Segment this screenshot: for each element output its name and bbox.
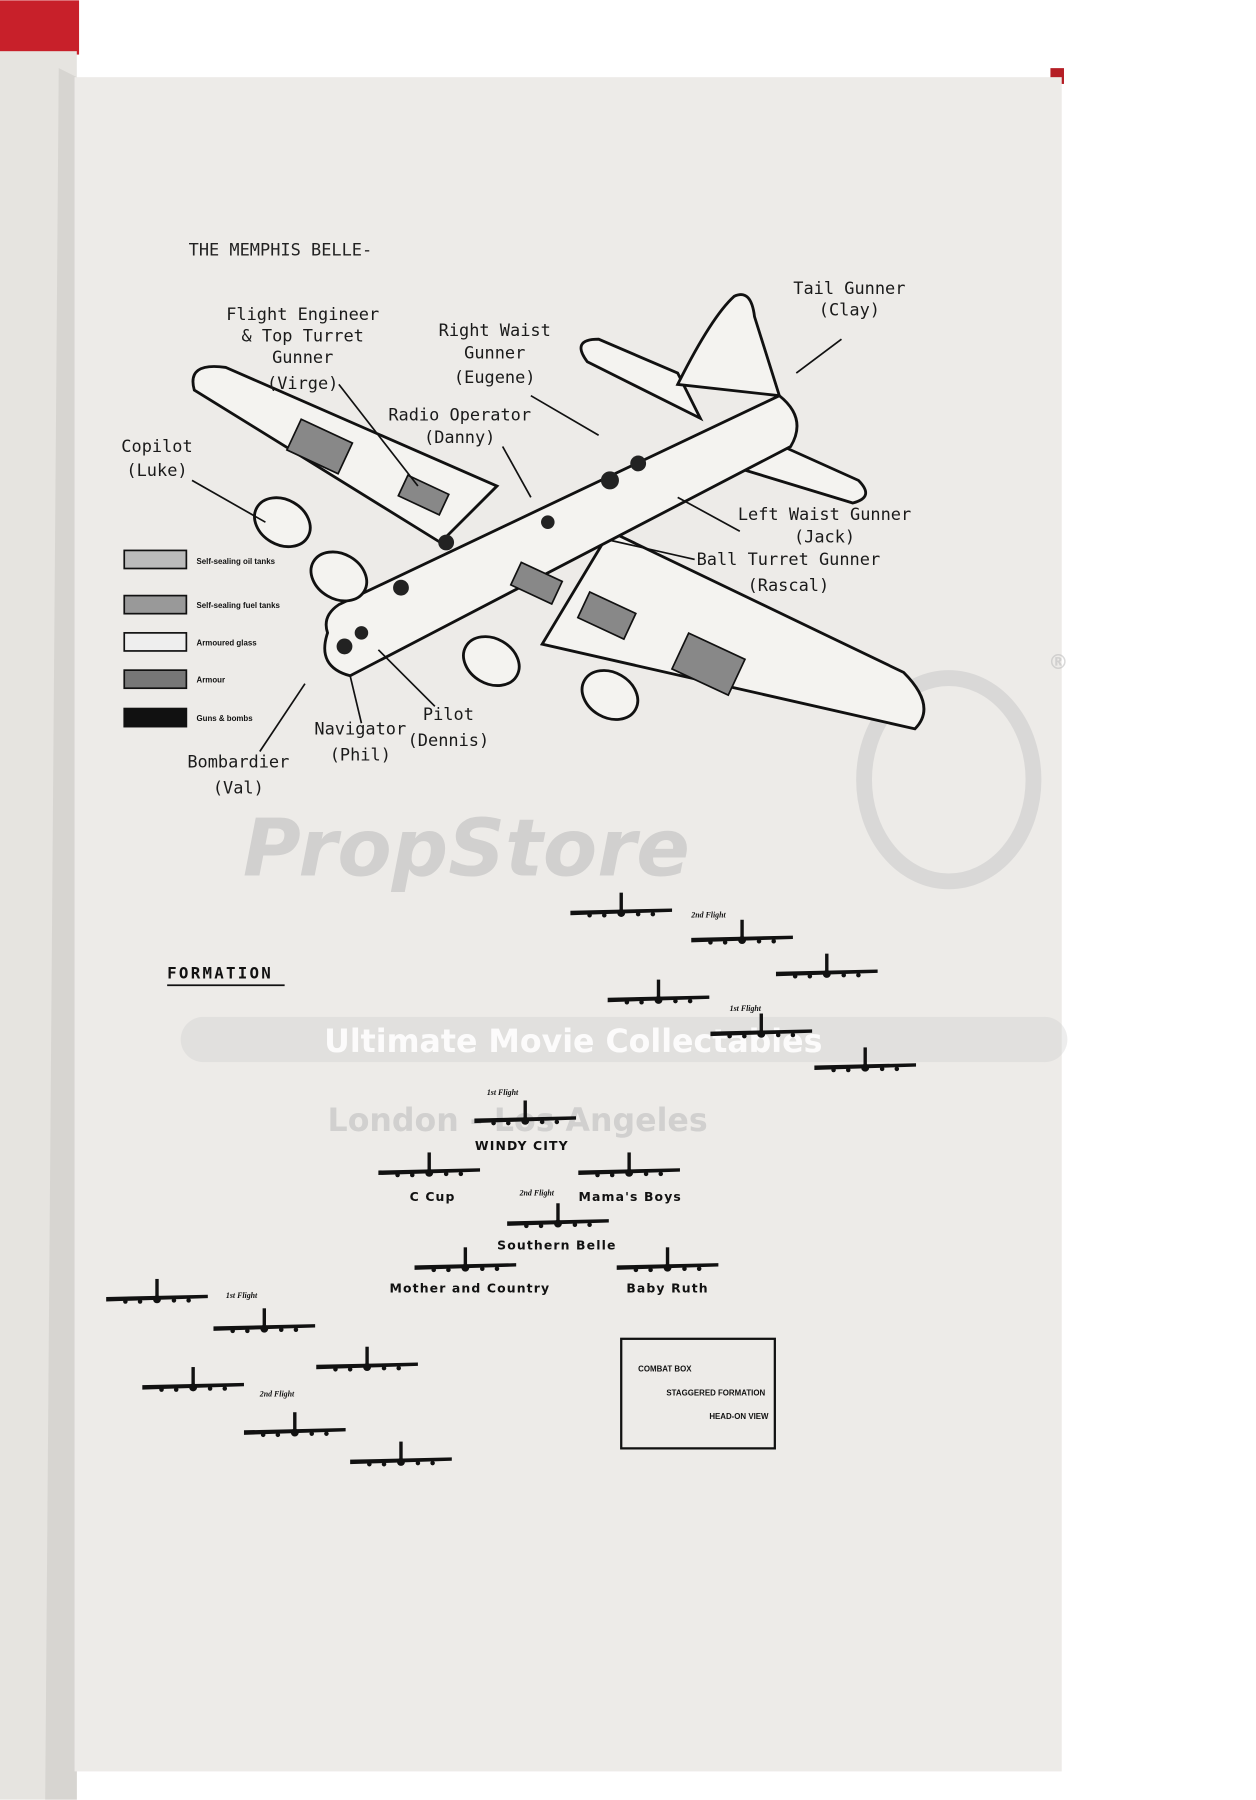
legend-label: Self-sealing fuel tanks: [197, 601, 281, 610]
engines: [253, 496, 640, 721]
formation-plane-icon: [350, 1441, 452, 1467]
label-pilot: Pilot(Dennis): [408, 704, 490, 750]
watermark-mask-icon: [856, 670, 1042, 890]
flight-labels: 2nd Flight 1st Flight 1st Flight 2nd Fli…: [226, 911, 762, 1399]
watermark-registered: ®: [1048, 650, 1068, 674]
formation-plane-icon: [106, 1278, 208, 1304]
label-ball-turret: Ball Turret Gunner(Rascal): [697, 549, 881, 595]
legend-label: Armour: [197, 676, 226, 685]
diagram-legend: Self-sealing oil tanks Self-sealing fuel…: [123, 549, 281, 728]
watermark-tagline: Ultimate Movie Collectables: [324, 1024, 822, 1060]
formation-heading: FORMATION: [167, 964, 273, 983]
plane-name: C Cup: [410, 1189, 456, 1204]
legend-swatch-armour: [123, 669, 188, 690]
crew-figures: [336, 455, 647, 655]
lower-wing: [539, 529, 926, 731]
legend-label: Guns & bombs: [197, 714, 254, 723]
formation-plane-icon: [243, 1412, 346, 1438]
legend-swatch-oil: [123, 549, 188, 570]
propstore-watermark: PropStore ® Ultimate Movie Collectables …: [180, 650, 1069, 1139]
flight-label: 2nd Flight: [690, 911, 726, 920]
red-book-cover: [0, 0, 80, 55]
plane-name: Mama's Boys: [579, 1189, 682, 1204]
formation-plane-icon: [691, 919, 793, 945]
legend-swatch-glass: [123, 632, 188, 652]
plane-names: WINDY CITY C Cup Mama's Boys Southern Be…: [390, 1138, 708, 1295]
plane-name: Baby Ruth: [626, 1280, 708, 1295]
combat-box: COMBAT BOX STAGGERED FORMATION HEAD-ON V…: [620, 1337, 776, 1450]
b17-diagram: [191, 293, 926, 731]
formation-plane-icon: [814, 1047, 917, 1073]
plane-name: Mother and Country: [390, 1280, 551, 1295]
label-copilot: Copilot(Luke): [121, 436, 192, 480]
formation-plane-icon: [474, 1100, 577, 1126]
label-radio-operator: Radio Operator(Danny): [388, 405, 531, 448]
legend-swatch-fuel: [123, 594, 188, 615]
main-page: [74, 77, 1062, 1772]
flight-label: 2nd Flight: [259, 1389, 295, 1398]
page-fold-shadow: [45, 68, 77, 1800]
legend-label: Armoured glass: [197, 638, 258, 647]
formation-plane-icon: [607, 979, 710, 1005]
combat-box-line: COMBAT BOX: [638, 1365, 692, 1374]
label-tail-gunner: Tail Gunner(Clay): [793, 278, 905, 319]
watermark-logo: PropStore: [243, 803, 690, 895]
fuselage: [323, 394, 799, 678]
formation-plane-icon: [142, 1367, 244, 1392]
combat-box-line: STAGGERED FORMATION: [666, 1388, 765, 1397]
formation-plane-icon: [414, 1247, 517, 1273]
label-left-waist: Left Waist Gunner(Jack): [738, 504, 911, 547]
leader-lines: [191, 338, 842, 752]
formation-plane-icon: [710, 1013, 813, 1039]
combat-box-line: HEAD-ON VIEW: [709, 1412, 769, 1421]
label-bombardier: Bombardier(Val): [187, 751, 289, 797]
crew-labels: Tail Gunner(Clay) Flight Engineer& Top T…: [121, 278, 911, 797]
flight-label: 1st Flight: [487, 1088, 519, 1097]
fuel-tanks: [285, 418, 747, 697]
label-navigator: Navigator(Phil): [314, 719, 406, 765]
formation-plane-icon: [507, 1203, 609, 1229]
formation-plane-icon: [616, 1247, 719, 1273]
document-title: THE MEMPHIS BELLE-: [189, 240, 373, 260]
horizontal-stabilizer-left: [579, 337, 704, 422]
formation-plane-icon: [570, 892, 673, 918]
formation-plane-icon: [378, 1152, 481, 1178]
formation-plane-icon: [316, 1346, 418, 1372]
tail-fin: [675, 293, 782, 398]
formation-plane-icon: [775, 953, 878, 979]
flight-label: 1st Flight: [730, 1004, 762, 1013]
watermark-banner: [180, 1016, 1068, 1063]
legend-swatch-guns: [123, 707, 188, 728]
formation-planes: [106, 892, 917, 1467]
legend-label: Self-sealing oil tanks: [197, 557, 276, 566]
plane-name: WINDY CITY: [475, 1138, 569, 1153]
plane-name: Southern Belle: [497, 1238, 616, 1253]
flight-label: 1st Flight: [226, 1291, 258, 1300]
formation-plane-icon: [578, 1152, 680, 1178]
flight-label: 2nd Flight: [519, 1188, 555, 1197]
